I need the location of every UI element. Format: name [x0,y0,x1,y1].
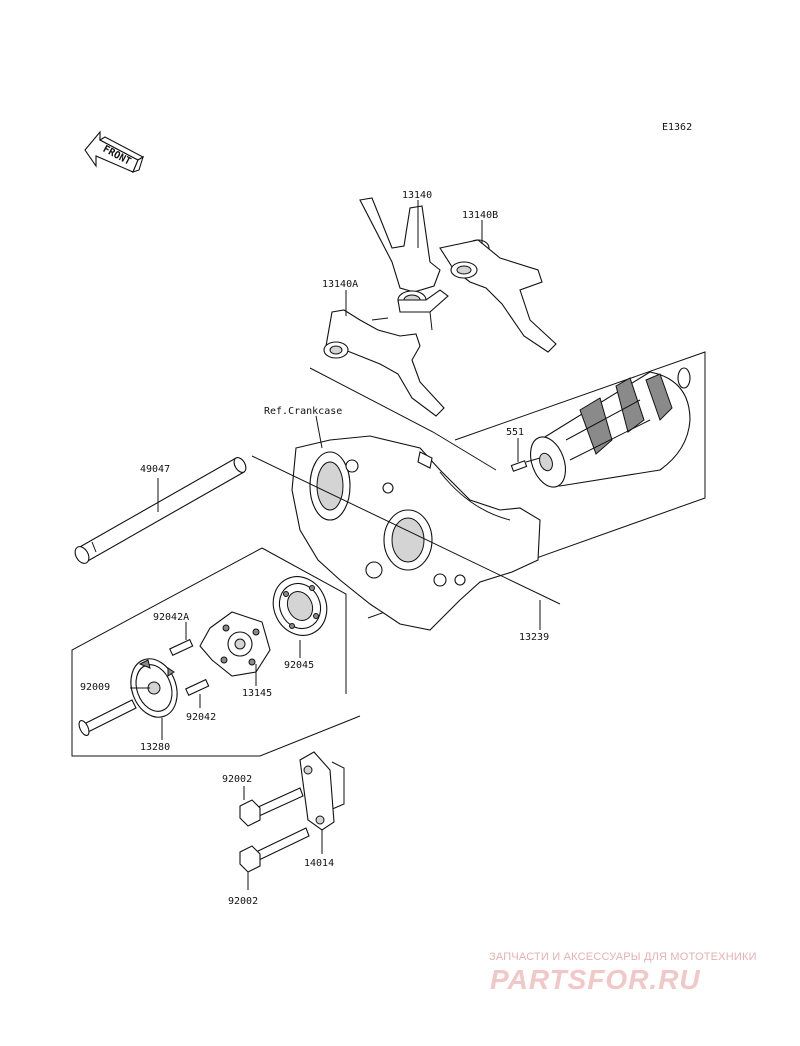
crankcase-reference [291,435,541,631]
bolt-92002-top [239,787,304,827]
label-13145: 13145 [242,688,272,699]
ref-leader [315,415,323,449]
label-92042A: 92042A [153,612,189,623]
front-arrow-icon: FRONT [84,130,145,173]
label-13140: 13140 [402,190,432,201]
bearing-group-outline [261,547,347,694]
shaft-group-line [251,455,561,605]
shift-fork-13140 [359,197,449,331]
diagram-code: E1362 [662,122,692,133]
stopper-group-outline [71,547,361,757]
shift-shaft-49047 [74,457,247,564]
pin-92042A [169,638,194,657]
bearing-92045 [272,576,328,636]
pin-551 [510,457,541,472]
shift-fork-13140A [323,309,445,417]
label-92002-bottom: 92002 [228,896,258,907]
screw-92009 [78,699,137,736]
label-49047: 49047 [140,464,170,475]
label-92002-top: 92002 [222,774,252,785]
label-92042: 92042 [186,712,216,723]
watermark-tagline: ЗАПЧАСТИ И АКСЕССУАРЫ ДЛЯ МОТОТЕХНИКИ [489,951,757,963]
drum-plate-13280 [130,658,178,718]
label-13140A: 13140A [322,279,358,290]
plate-bracket-line [329,761,345,811]
leader-lines [130,200,541,890]
label-551: 551 [506,427,524,438]
watermark-brand: PARTSFOR.RU [490,964,701,995]
ref-crankcase-label: Ref.Crankcase [264,406,342,417]
label-13239: 13239 [519,632,549,643]
pin-92042 [185,678,210,697]
label-92045: 92045 [284,660,314,671]
label-13280: 13280 [140,742,170,753]
label-14014: 14014 [304,858,334,869]
bolt-92002-bottom [239,827,310,873]
label-92009: 92009 [80,682,110,693]
shift-fork-13140B [439,239,557,353]
label-13140B: 13140B [462,210,498,221]
fork-group-outline [309,367,497,471]
plate-14014 [299,751,335,831]
shift-drum [529,367,691,488]
drum-cam-13145 [199,611,271,677]
